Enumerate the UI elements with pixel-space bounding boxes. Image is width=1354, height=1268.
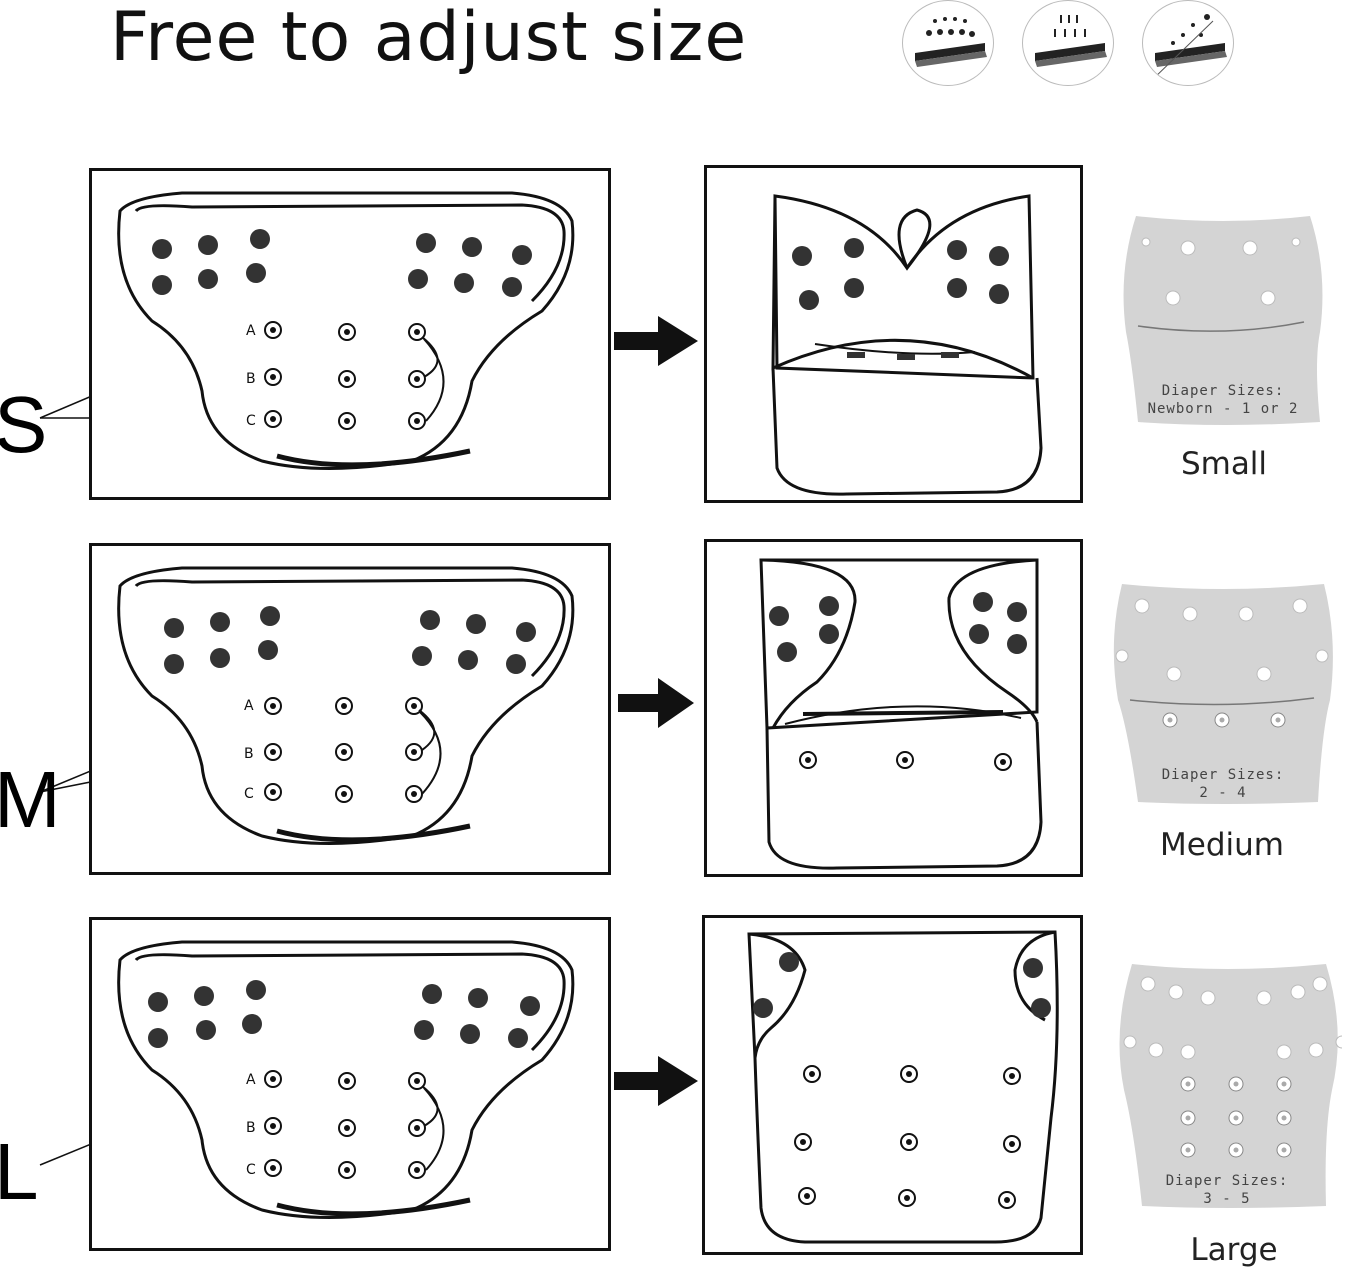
open-diaper-panel-small: A B C: [89, 168, 611, 500]
reference-sizes-heading: Diaper Sizes:: [1165, 1173, 1289, 1189]
snap-label-b: B: [246, 1120, 256, 1136]
snap-label-a: A: [246, 323, 256, 339]
reference-diaper-large: Diaper Sizes: 3 - 5: [1112, 960, 1349, 1214]
waterproof-drops-icon: [902, 0, 994, 86]
snap-label-c: C: [246, 413, 256, 429]
closed-diaper-panel-medium: [704, 539, 1083, 877]
arrow-right-icon: [618, 678, 694, 728]
arrow-right-icon: [614, 316, 698, 366]
size-letter-large: L: [0, 1127, 39, 1216]
size-letter-medium: M: [0, 755, 61, 844]
snap-label-c: C: [244, 786, 254, 802]
size-caption-medium: Medium: [1160, 827, 1284, 863]
closed-diaper-panel-small: [704, 165, 1083, 503]
snap-label-b: B: [246, 371, 256, 387]
open-diaper-panel-medium: A B C: [89, 543, 611, 875]
arrow-right-icon: [614, 1056, 698, 1106]
reference-diaper-medium: Diaper Sizes: 2 - 4: [1108, 580, 1338, 809]
size-caption-small: Small: [1180, 446, 1268, 482]
size-caption-large: Large: [1190, 1232, 1278, 1268]
page-title: Free to adjust size: [110, 0, 748, 77]
reference-diaper-small: Diaper Sizes: Newborn - 1 or 2: [1108, 212, 1338, 431]
open-diaper-panel-large: A B C: [89, 917, 611, 1251]
reference-sizes-heading: Diaper Sizes:: [1161, 383, 1285, 399]
leak-proof-layer-icon: [1142, 0, 1234, 86]
closed-diaper-panel-large: [702, 915, 1083, 1255]
reference-sizes-heading: Diaper Sizes:: [1161, 767, 1285, 783]
snap-label-a: A: [244, 698, 254, 714]
snap-label-a: A: [246, 1072, 256, 1088]
snap-label-c: C: [246, 1162, 256, 1178]
snap-label-b: B: [244, 746, 254, 762]
size-letter-small: S: [0, 380, 48, 469]
reference-sizes-value: Newborn - 1 or 2: [1147, 401, 1299, 417]
breathable-layer-icon: [1022, 0, 1114, 86]
reference-sizes-value: 3 - 5: [1203, 1191, 1251, 1207]
reference-sizes-value: 2 - 4: [1199, 785, 1247, 801]
